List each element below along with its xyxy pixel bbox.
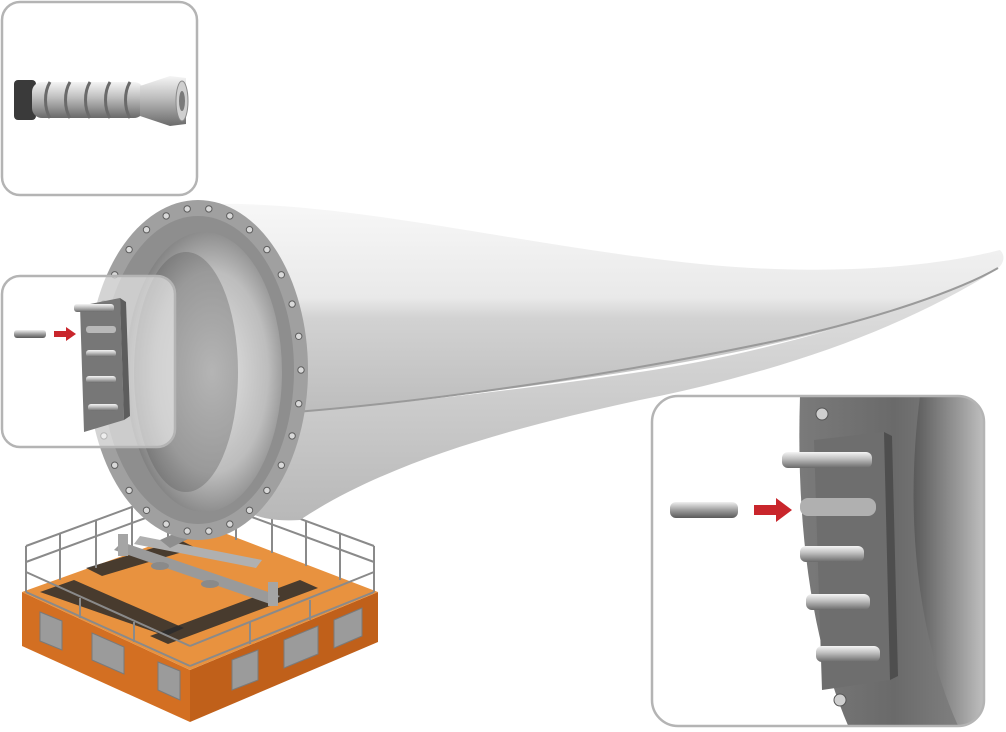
flange-bolt-hole [142, 506, 151, 514]
flange-bolt-hole [297, 366, 305, 374]
flange-bolt-hole [162, 212, 170, 220]
arrow-right-icon [754, 498, 792, 522]
flange-bolt-hole [277, 271, 285, 279]
flange-bolt-hole [226, 212, 234, 220]
flange-bolt-hole [162, 520, 170, 528]
bolt-icon [670, 502, 738, 518]
flange-bolt-hole [125, 486, 133, 495]
flange-bolt-hole [125, 245, 133, 254]
small-threaded-insert-icon [74, 304, 118, 411]
flange-bolt-hole [263, 486, 271, 495]
flange-bolt-hole [245, 226, 254, 234]
flange-bolt-hole [245, 506, 254, 514]
bolt-icon [14, 330, 46, 338]
flange-bolt-hole [183, 205, 191, 213]
flange-bolt-hole [263, 245, 271, 254]
flange-bolt-hole [295, 332, 303, 340]
zoom-bore [913, 396, 984, 726]
flange-bolt-hole [833, 693, 847, 707]
flange-insert-detail-callout [0, 274, 177, 449]
platform-windows [39, 607, 363, 701]
threaded-insert-icon [782, 452, 880, 662]
threaded-insert-icon [14, 76, 189, 126]
flange-bolt-hole [111, 461, 119, 469]
flange-bolt-holes [91, 205, 305, 535]
insert-block [80, 298, 124, 432]
flange-bolt-hole [277, 461, 285, 469]
flange-bolt-hole [142, 226, 151, 234]
arrow-right-icon [54, 327, 76, 341]
blade-upper-surface [192, 203, 1004, 412]
flange-bolt-hole [288, 432, 296, 440]
flange-bolt-hole [288, 300, 296, 308]
callout-frame [0, 274, 177, 449]
flange-bolt-hole [295, 400, 303, 408]
callout-frame [650, 394, 986, 728]
threaded-insert-closeup-callout [0, 0, 199, 197]
flange-bolt-hole [205, 205, 213, 213]
flange-insert-detail-zoomed-callout [650, 394, 986, 728]
flange-bolt-hole [226, 520, 234, 528]
flange-bolt-hole [815, 407, 829, 421]
blade-lower-surface [240, 270, 996, 521]
flange-bolt-hole [183, 527, 191, 535]
rotor-blade [192, 203, 1004, 521]
blade-trailing-edge [295, 267, 999, 413]
flange-bolt-hole [205, 527, 213, 535]
